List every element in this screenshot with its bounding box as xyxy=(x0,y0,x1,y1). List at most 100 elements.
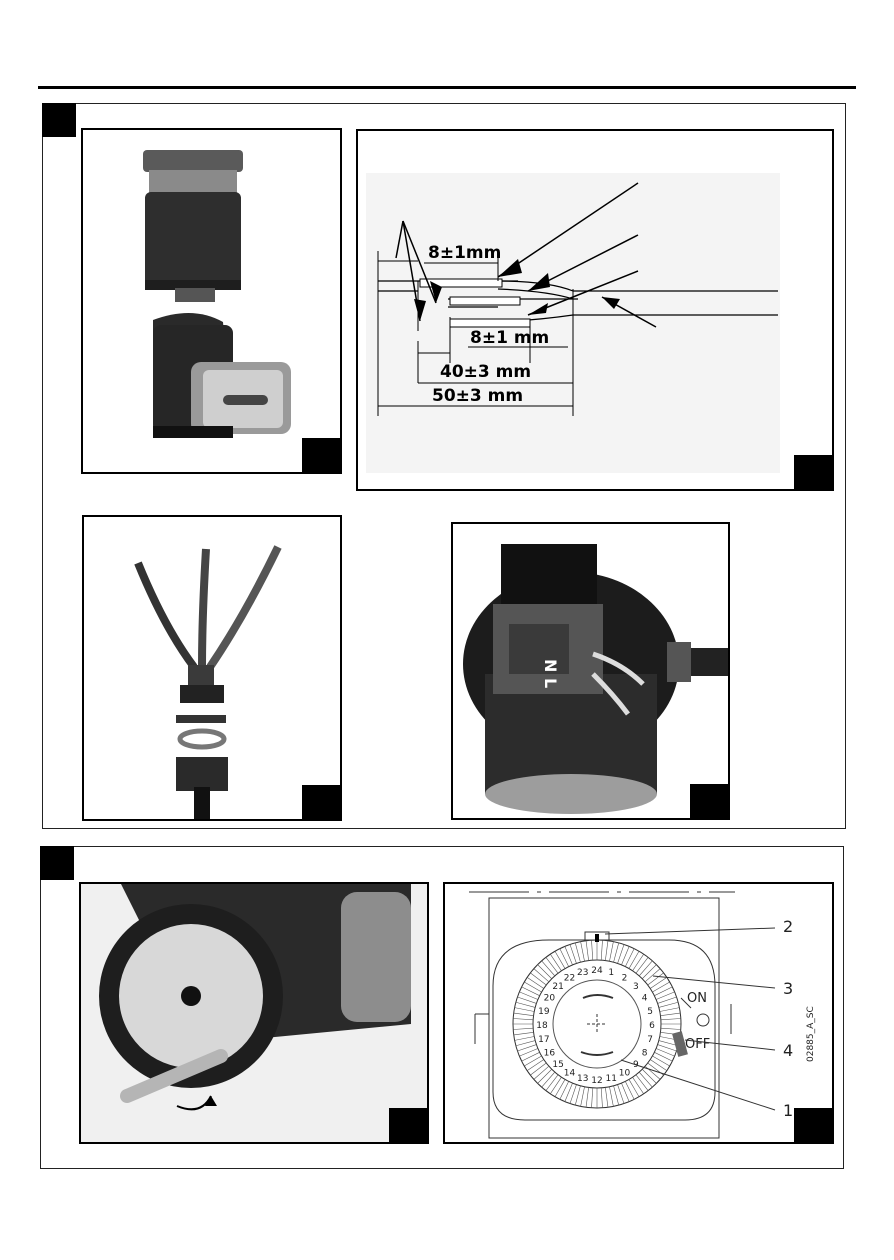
dial-segment[interactable] xyxy=(592,1088,593,1108)
dial-segment[interactable] xyxy=(538,965,552,979)
dial-segment[interactable] xyxy=(609,1087,613,1107)
dial-segment[interactable] xyxy=(633,954,644,971)
dial-segment[interactable] xyxy=(530,1063,546,1075)
dial-segment[interactable] xyxy=(661,1019,681,1020)
dial-segment[interactable] xyxy=(550,1077,561,1094)
dial-segment[interactable] xyxy=(601,1088,602,1108)
dial-segment[interactable] xyxy=(542,1072,555,1087)
dial-segment[interactable] xyxy=(614,1086,619,1105)
dial-segment[interactable] xyxy=(524,982,541,992)
dial-segment[interactable] xyxy=(555,951,565,968)
dial-segment[interactable] xyxy=(586,1087,589,1107)
dial-hour-label: 20 xyxy=(544,994,556,1004)
dial-segment[interactable] xyxy=(586,941,589,961)
cable-strip-diagram: 8±1mm 8±1 mm 40±3 mm 50±3 mm xyxy=(356,129,834,491)
dial-hour-label: 1 xyxy=(608,968,614,978)
dial-segment[interactable] xyxy=(581,1087,585,1107)
dial-segment[interactable] xyxy=(516,1041,535,1046)
dial-segment[interactable] xyxy=(650,977,667,988)
dial-segment[interactable] xyxy=(625,1081,634,1099)
dial-segment[interactable] xyxy=(513,1019,533,1020)
dial-segment[interactable] xyxy=(652,1056,669,1066)
dial-segment[interactable] xyxy=(592,940,593,960)
dial-hour-label: 24 xyxy=(591,966,603,976)
section-2-marker xyxy=(40,846,74,880)
dim-label-50: 50±3 mm xyxy=(432,386,523,406)
header-rule xyxy=(38,86,856,89)
dial-segment[interactable] xyxy=(575,1086,580,1105)
dial-segment[interactable] xyxy=(575,943,580,962)
dial-segment[interactable] xyxy=(609,942,613,962)
dial-segment[interactable] xyxy=(652,982,669,992)
dial-hour-label: 8 xyxy=(642,1049,648,1059)
dial-hour-label: 17 xyxy=(538,1035,549,1045)
dial-segment[interactable] xyxy=(514,1032,534,1035)
dial-segment[interactable] xyxy=(560,949,569,967)
dial-segment[interactable] xyxy=(515,1008,535,1012)
dial-segment[interactable] xyxy=(550,954,561,971)
dial-hour-label: 6 xyxy=(649,1021,655,1031)
dial-segment[interactable] xyxy=(605,941,608,961)
section-1-marker xyxy=(42,103,76,137)
drawing-code: 02885_A_SC xyxy=(806,1006,816,1062)
dial-segment[interactable] xyxy=(534,969,549,982)
dial-segment[interactable] xyxy=(625,949,634,967)
dial-segment[interactable] xyxy=(659,1002,678,1007)
dial-segment[interactable] xyxy=(513,1028,533,1029)
dial-segment[interactable] xyxy=(515,1036,535,1040)
dial-hour-label: 18 xyxy=(536,1021,548,1031)
photo-gland-label-box xyxy=(302,785,340,819)
dial-segment[interactable] xyxy=(581,942,585,962)
dial-segment[interactable] xyxy=(639,1072,652,1087)
dial-hour-label: 11 xyxy=(606,1074,617,1084)
dial-segment[interactable] xyxy=(530,973,546,985)
dial-segment[interactable] xyxy=(601,940,602,960)
dial-segment[interactable] xyxy=(516,1002,535,1007)
dial-segment[interactable] xyxy=(629,1079,639,1096)
dial-hour-label: 10 xyxy=(619,1069,631,1079)
dial-segment[interactable] xyxy=(555,1079,565,1096)
dial-segment[interactable] xyxy=(538,1069,552,1083)
dial-segment[interactable] xyxy=(534,1066,549,1079)
dial-hour-label: 16 xyxy=(544,1049,556,1059)
dial-segment[interactable] xyxy=(654,987,672,996)
dial-segment[interactable] xyxy=(522,987,540,996)
dial-segment[interactable] xyxy=(542,961,555,976)
dial-segment[interactable] xyxy=(661,1028,681,1029)
dial-segment[interactable] xyxy=(645,969,660,982)
dial-segment[interactable] xyxy=(642,1069,656,1083)
dial-segment[interactable] xyxy=(660,1013,680,1016)
dial-segment[interactable] xyxy=(633,1077,644,1094)
dial-segment[interactable] xyxy=(605,1087,608,1107)
dial-segment[interactable] xyxy=(514,1013,534,1016)
dial-segment[interactable] xyxy=(629,951,639,968)
dial-segment[interactable] xyxy=(546,1075,558,1091)
callout-1: 1 xyxy=(783,1101,793,1120)
dial-segment[interactable] xyxy=(660,1008,680,1012)
diagram-label-box xyxy=(794,455,832,489)
dial-hour-label: 19 xyxy=(538,1007,550,1017)
dial-segment[interactable] xyxy=(650,1060,667,1071)
dial-hour-label: 7 xyxy=(647,1035,653,1045)
photo-label-box xyxy=(302,438,340,472)
dial-hour-label: 5 xyxy=(647,1007,653,1017)
dial-segment[interactable] xyxy=(636,957,648,973)
dial-hour-label: 22 xyxy=(564,973,575,983)
dial-segment[interactable] xyxy=(560,1081,569,1099)
dial-hour-label: 3 xyxy=(633,982,639,992)
dial-segment[interactable] xyxy=(636,1075,648,1091)
dial-segment[interactable] xyxy=(654,1052,672,1061)
dial-segment[interactable] xyxy=(522,1052,540,1061)
dial-segment[interactable] xyxy=(527,977,544,988)
dial-segment[interactable] xyxy=(527,1060,544,1071)
dial-segment[interactable] xyxy=(639,961,652,976)
dial-segment[interactable] xyxy=(546,957,558,973)
dial-segment[interactable] xyxy=(614,943,619,962)
dial-segment[interactable] xyxy=(648,973,664,985)
dial-hour-label: 12 xyxy=(591,1076,602,1086)
dial-hour-label: 14 xyxy=(564,1069,576,1079)
off-label: OFF xyxy=(685,1037,710,1052)
dial-label-box xyxy=(794,1108,832,1142)
dial-segment[interactable] xyxy=(524,1056,541,1066)
dial-hour-label: 15 xyxy=(552,1060,563,1070)
